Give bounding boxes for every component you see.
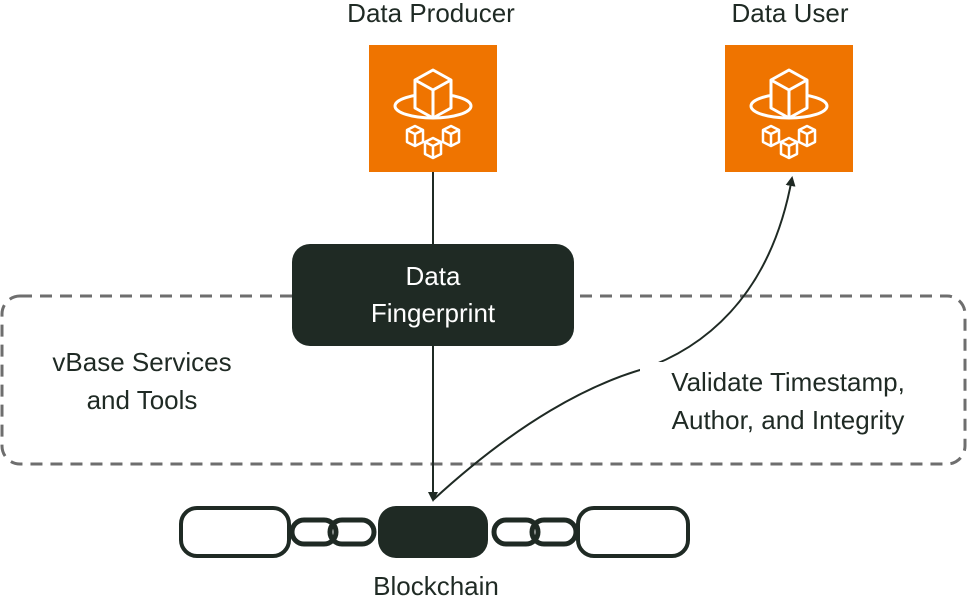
chain-link <box>289 517 339 547</box>
chain-link <box>327 517 377 547</box>
vbase-region-label-line2: and Tools <box>87 385 198 415</box>
data-fingerprint-label-line2: Fingerprint <box>371 298 496 328</box>
chain-links-icon <box>179 506 690 558</box>
chain-link <box>491 517 541 547</box>
validate-label-backdrop <box>640 362 940 442</box>
chain-block-right <box>576 506 690 558</box>
data-user-label: Data User <box>731 0 848 28</box>
vbase-region-label-line1: vBase Services <box>52 347 231 377</box>
data-producer-label: Data Producer <box>347 0 515 28</box>
chain-block-left <box>179 506 291 558</box>
chain-block-center <box>378 506 488 558</box>
data-fingerprint-box <box>292 244 574 346</box>
data-fingerprint-node: Data Fingerprint <box>292 244 574 346</box>
data-fingerprint-label-line1: Data <box>406 261 461 291</box>
blockchain-label: Blockchain <box>373 571 499 600</box>
validate-label-line2: Author, and Integrity <box>672 405 905 435</box>
data-user-node: Data User <box>725 0 853 172</box>
validate-label-line1: Validate Timestamp, <box>671 367 905 397</box>
data-producer-node: Data Producer <box>347 0 515 172</box>
